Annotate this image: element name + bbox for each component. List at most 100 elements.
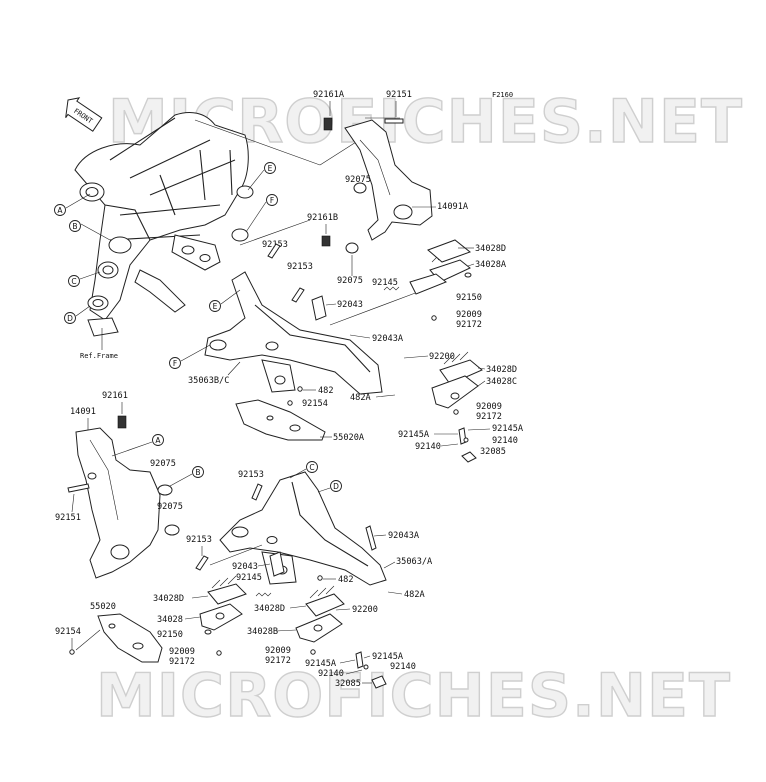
callout-d-lower: D [330,480,342,492]
svg-text:A: A [155,436,161,445]
part-92153-bolt-lower-b [195,555,209,571]
part-92075-collar-lower-b [164,524,180,536]
part-92151-bolt-lower [67,483,90,493]
label-482-upper: 482 [318,386,334,396]
label-92009-upper-b: 92009 [476,402,502,412]
label-34028: 34028 [157,615,183,625]
footpeg-upper-b [431,351,483,409]
part-92154-screw-lower [69,649,75,655]
part-92153-bolt-lower-a [251,483,263,501]
label-92172-upper-a: 92172 [456,320,482,330]
label-92140-upper-b: 92140 [415,442,441,452]
callout-a-upper: A [54,204,66,216]
label-482a-upper: 482A [350,393,372,403]
label-55020: 55020 [90,602,116,612]
part-92140-washer-upper [463,437,469,443]
label-92043-lower: 92043 [232,562,258,572]
heel-guard-lower [75,427,161,579]
part-482-lower [317,575,323,581]
label-92009-upper-a: 92009 [456,310,482,320]
label-92009-lower-a: 92009 [169,647,195,657]
label-34028d-upper-a: 34028D [475,244,506,254]
label-92200-lower: 92200 [352,605,378,615]
heel-guard-upper [344,119,433,241]
part-92009-screw-upper-b [453,409,459,415]
label-55020a: 55020A [333,433,365,443]
part-92161-rubber [117,415,127,429]
svg-text:B: B [195,468,200,477]
label-35063bc: 35063B/C [188,376,229,386]
svg-text:A: A [57,206,63,215]
part-92151-bolt [384,118,404,124]
part-92150-screw-upper [464,272,472,278]
part-92145-spring-lower [255,592,272,597]
part-92145-spring-upper [383,286,400,291]
part-32085-pin-upper [461,451,477,463]
callout-d-upper: D [64,312,76,324]
label-34028b: 34028B [247,627,278,637]
label-92172-upper-b: 92172 [476,412,502,422]
label-92075-upper-b: 92075 [337,276,363,286]
part-92009-screw-lower-a [216,650,222,656]
part-92140-washer-lower [363,664,369,670]
label-92145a-upper-a: 92145A [398,430,430,440]
part-92161a-rubber [323,117,333,131]
label-92145a-upper-b: 92145A [492,424,524,434]
footrest-bracket-upper [204,271,383,395]
svg-text:B: B [72,222,77,231]
part-92043-pin-lower [269,551,285,577]
guard-lower [97,613,163,663]
guard-upper [235,399,326,441]
label-92140-upper-a: 92140 [492,436,518,446]
label-92161: 92161 [102,391,128,401]
label-92140-lower-a: 92140 [390,662,416,672]
label-34028d-upper-b: 34028D [486,365,517,375]
part-92043-pin-upper [311,295,327,321]
part-92153-bolt-upper-b [291,287,305,303]
part-92075-collar-lower-a [157,484,173,496]
label-35063a: 35063/A [396,557,433,567]
part-482-upper [297,386,303,392]
part-92075-collar-a [353,182,367,194]
callout-e-bracket: E [209,300,221,312]
main-frame [74,112,254,337]
svg-text:F: F [270,196,274,205]
front-arrow-icon: FRONT [65,97,103,132]
label-92153-lower-b: 92153 [186,535,212,545]
label-92161a: 92161A [313,90,345,100]
part-92154-screw-upper [287,400,293,406]
part-92150-screw-lower [204,629,212,635]
footpeg-lower-b [295,585,345,643]
label-92172-lower-a: 92172 [169,657,195,667]
part-92145a-spring-lower [355,651,364,669]
label-14091a: 14091A [437,202,469,212]
part-92009-screw-lower-b [310,649,316,655]
label-92009-lower-b: 92009 [265,646,291,656]
footpeg-upper-a [409,239,472,295]
callout-f-upper: F [266,194,278,206]
label-92150-upper: 92150 [456,293,482,303]
label-32085-lower: 32085 [335,679,361,689]
label-92145a-lower-b: 92145A [372,652,404,662]
label-482a-lower: 482A [404,590,426,600]
part-92153-bolt-upper-a [267,243,281,259]
label-92140-lower-b: 92140 [318,669,344,679]
callout-f-bracket: F [169,357,181,369]
svg-text:E: E [268,164,273,173]
label-92075-lower-a: 92075 [150,459,176,469]
label-92153-upper-b: 92153 [287,262,313,272]
label-92172-lower-b: 92172 [265,656,291,666]
label-34028d-lower-b: 34028D [254,604,285,614]
label-92043a-lower: 92043A [388,531,420,541]
label-92145a-lower-a: 92145A [305,659,337,669]
callout-b-upper: B [69,220,81,232]
label-92153-lower-a: 92153 [238,470,264,480]
callout-e-upper: E [264,162,276,174]
label-92075-lower-b: 92075 [157,502,183,512]
label-32085-upper: 32085 [480,447,506,457]
label-92145-upper: 92145 [372,278,398,288]
svg-text:D: D [333,482,339,491]
label-92075-upper-a: 92075 [345,175,371,185]
part-92043a-pin-lower [365,525,377,551]
label-92154-lower: 92154 [55,627,81,637]
